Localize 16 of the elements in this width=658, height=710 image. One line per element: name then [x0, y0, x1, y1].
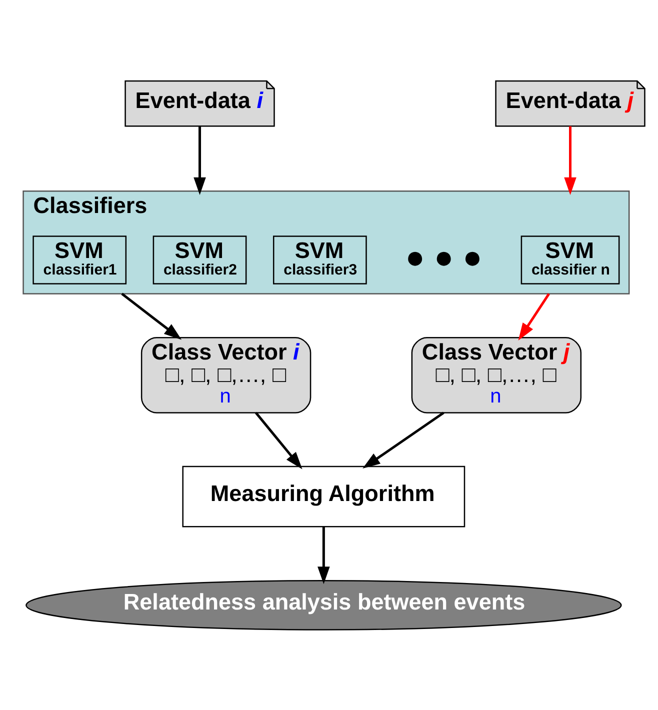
arrow [318, 526, 330, 584]
arrow [518, 292, 550, 340]
node-box: SVM classifier3 [273, 235, 367, 284]
node-box: Measuring Algorithm [182, 465, 466, 527]
node-box: SVM classifier2 [152, 235, 247, 284]
arrow [564, 126, 576, 194]
label: ● ● ● [405, 238, 482, 274]
node-ellipse: Relatedness analysis between events [26, 580, 622, 630]
arrow [362, 411, 444, 468]
arrow [254, 411, 302, 469]
arrow [194, 126, 206, 194]
node-box: SVM classifier n [520, 235, 620, 284]
node-box: Class Vector i □, □, □,…, □ n [140, 336, 312, 413]
node-box: Class Vector j □, □, □,…, □ n [411, 336, 582, 413]
arrow [121, 292, 182, 340]
node-box: SVM classifier1 [32, 235, 127, 284]
